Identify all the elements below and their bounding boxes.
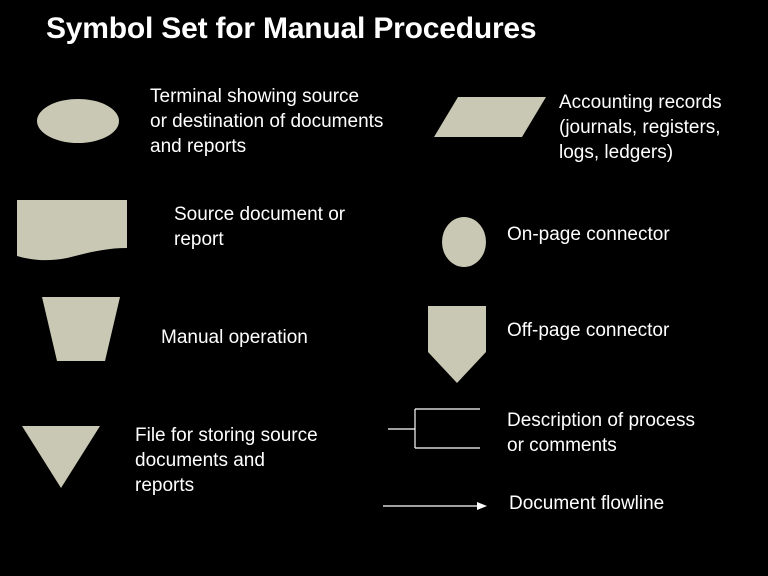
terminal-label: Terminal showing source or destination o… <box>150 86 384 157</box>
accounting-records-parallelogram-icon <box>434 97 546 137</box>
off-page-connector-pentagon-icon <box>428 306 486 383</box>
terminal-ellipse-icon <box>37 99 119 143</box>
accounting-records-label: Accounting records (journals, registers,… <box>559 92 722 163</box>
manual-operation-trapezoid-icon <box>42 297 120 361</box>
file-label: File for storing source documents and re… <box>135 425 318 496</box>
page-title: Symbol Set for Manual Procedures <box>46 12 537 45</box>
on-page-connector-label: On-page connector <box>507 224 670 245</box>
source-document-icon <box>17 200 127 261</box>
flowline-label: Document flowline <box>509 493 665 514</box>
file-inverted-triangle-icon <box>22 426 100 488</box>
manual-operation-label: Manual operation <box>161 327 308 348</box>
description-label: Description of process or comments <box>507 410 695 456</box>
flowline-arrow-icon <box>383 502 487 510</box>
off-page-connector-label: Off-page connector <box>507 320 670 341</box>
on-page-connector-circle-icon <box>442 217 486 267</box>
description-bracket-icon <box>388 408 480 449</box>
source-document-label: Source document or report <box>174 204 346 250</box>
